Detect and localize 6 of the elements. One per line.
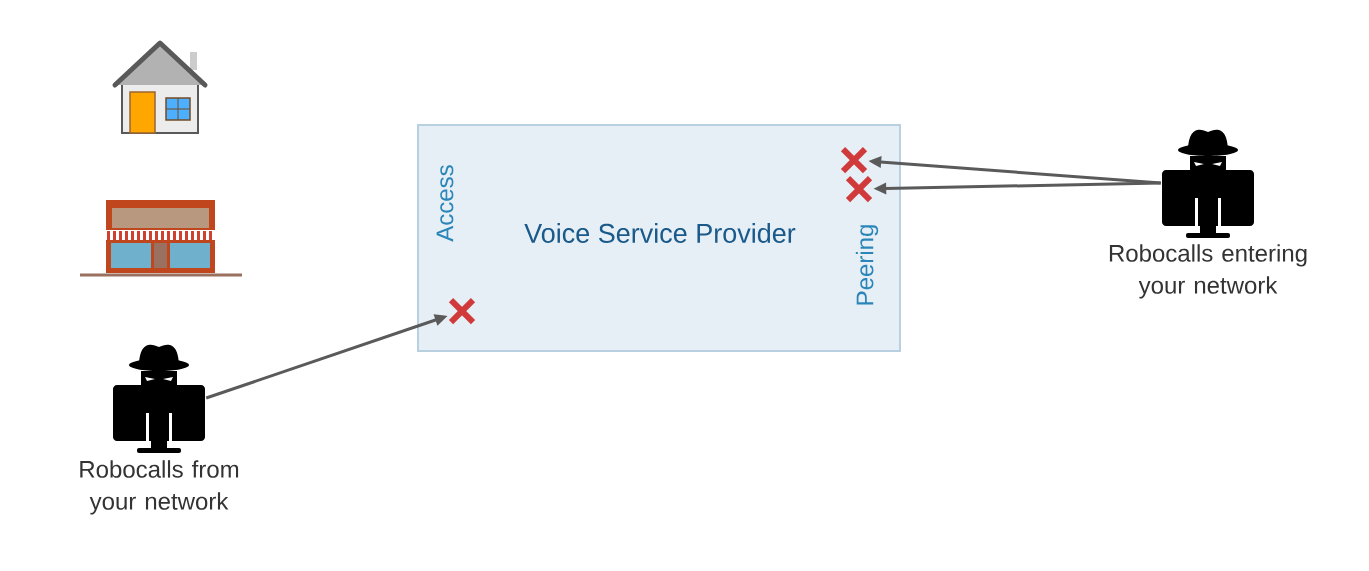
cross-mark (448, 297, 476, 325)
figure-caption: Robocalls entering your network (1109, 244, 1307, 299)
provider-box: Access Voice Service Provider Peering (417, 124, 901, 352)
cross-mark (845, 175, 873, 203)
cross-mark (840, 146, 868, 174)
figure-caption: Robocalls from your network (80, 460, 239, 515)
